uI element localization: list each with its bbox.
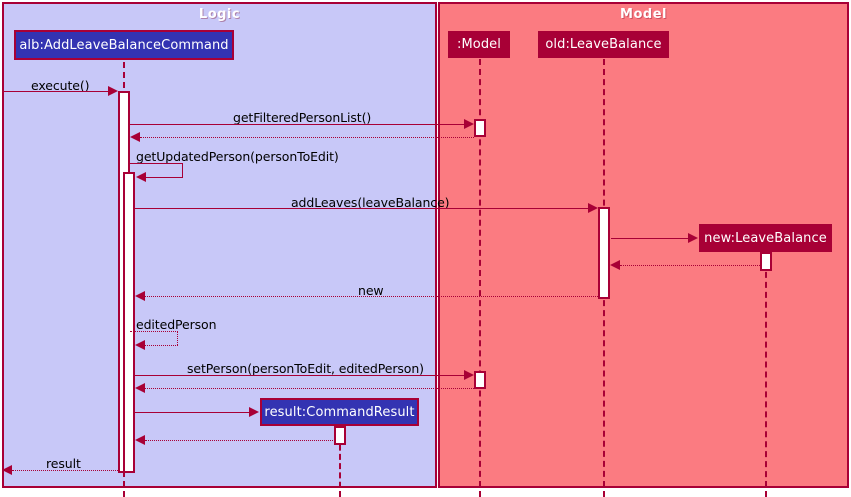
message-line-create-result xyxy=(135,412,250,413)
participant-result-label: result:CommandResult xyxy=(264,404,415,420)
message-line-result xyxy=(12,470,118,471)
message-arrow-editedperson xyxy=(135,340,145,350)
message-arrow-getupdatedperson xyxy=(136,172,146,182)
participant-alb-label: alb:AddLeaveBalanceCommand xyxy=(19,37,229,53)
message-label-setperson: setPerson(personToEdit, editedPerson) xyxy=(187,361,424,376)
message-line-editedperson-side xyxy=(177,331,178,345)
message-arrow-return-getfilteredpersonlist xyxy=(130,132,140,142)
message-label-result: result xyxy=(46,456,81,471)
message-line-getupdatedperson-side xyxy=(182,163,183,177)
message-label-editedperson: editedPerson xyxy=(136,317,217,332)
participant-model-label: :Model xyxy=(456,37,501,52)
message-label-addleaves: addLeaves(leaveBalance) xyxy=(291,195,450,210)
message-line-editedperson-top xyxy=(130,331,178,332)
message-arrow-getfilteredpersonlist xyxy=(464,119,474,129)
participant-model[interactable]: :Model xyxy=(448,31,510,58)
message-line-new xyxy=(145,296,598,297)
message-arrow-new xyxy=(135,291,145,301)
message-line-return-result xyxy=(145,440,335,441)
participant-result[interactable]: result:CommandResult xyxy=(260,398,419,426)
participant-old[interactable]: old:LeaveBalance xyxy=(538,31,669,58)
panel-logic-title: Logic xyxy=(198,7,241,22)
message-label-getfilteredpersonlist: getFilteredPersonList() xyxy=(233,110,372,125)
panel-logic: Logic xyxy=(2,2,437,488)
message-arrow-create-new xyxy=(688,233,698,243)
lifeline-model xyxy=(479,59,481,497)
message-arrow-addleaves xyxy=(588,203,598,213)
message-line-setperson xyxy=(135,375,466,376)
message-arrow-return-new-to-old xyxy=(610,260,620,270)
participant-alb[interactable]: alb:AddLeaveBalanceCommand xyxy=(14,30,234,60)
message-label-execute: execute() xyxy=(31,78,90,93)
message-line-return-new-to-old xyxy=(620,265,760,266)
message-arrow-return-setperson xyxy=(135,383,145,393)
activation-model-2 xyxy=(474,371,486,389)
participant-new-label: new:LeaveBalance xyxy=(704,230,827,246)
lifeline-result xyxy=(339,426,341,497)
message-label-new: new xyxy=(358,283,384,298)
message-line-execute xyxy=(2,91,110,92)
activation-alb-nested xyxy=(123,172,135,473)
participant-old-label: old:LeaveBalance xyxy=(545,37,662,52)
message-line-return-setperson xyxy=(145,388,474,389)
activation-old xyxy=(598,207,610,299)
message-line-editedperson-bottom xyxy=(145,345,178,346)
message-line-getupdatedperson-bottom xyxy=(146,177,183,178)
message-line-addleaves xyxy=(135,208,590,209)
message-arrow-result xyxy=(2,465,12,475)
participant-new[interactable]: new:LeaveBalance xyxy=(699,224,832,252)
message-line-getfilteredpersonlist xyxy=(130,124,466,125)
message-line-return-getfilteredpersonlist xyxy=(140,137,474,138)
activation-result xyxy=(334,426,346,445)
message-arrow-return-result xyxy=(135,435,145,445)
message-arrow-setperson xyxy=(464,370,474,380)
message-arrow-execute xyxy=(108,86,118,96)
message-line-getupdatedperson-top xyxy=(130,163,183,164)
panel-model-title: Model xyxy=(620,7,667,22)
message-arrow-create-result xyxy=(249,407,259,417)
message-line-create-new xyxy=(611,238,689,239)
activation-new xyxy=(760,252,772,271)
activation-model-1 xyxy=(474,119,486,137)
lifeline-new xyxy=(765,252,767,497)
message-label-getupdatedperson: getUpdatedPerson(personToEdit) xyxy=(136,149,339,164)
